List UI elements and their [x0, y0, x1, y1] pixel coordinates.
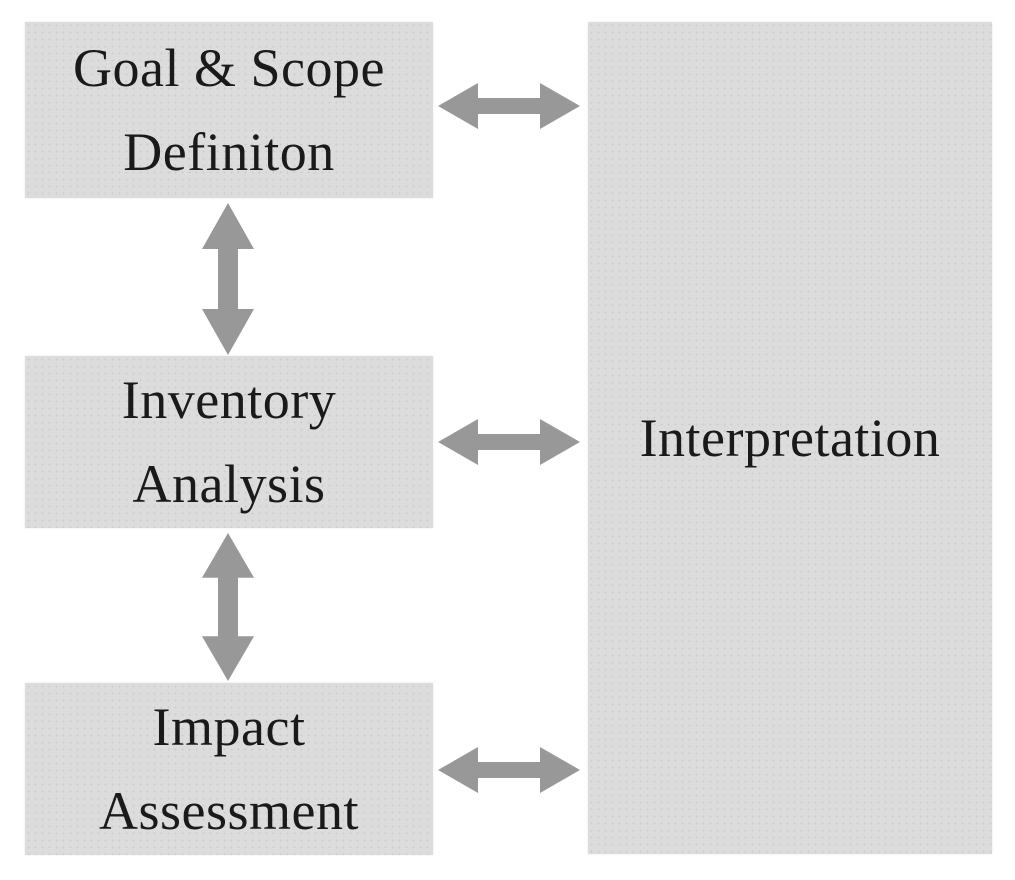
goal-scope-definition-label: Goal & Scope Definiton — [73, 38, 385, 182]
impact-assessment-label: Impact Assessment — [99, 697, 359, 841]
double-arrow-inventory-impact-icon — [198, 531, 258, 683]
double-arrow-goal-interpretation-icon — [436, 79, 582, 133]
double-arrow-inventory-interpretation-icon — [436, 415, 582, 469]
interpretation-label: Interpretation — [639, 408, 941, 468]
interpretation-box: Interpretation — [588, 22, 992, 854]
goal-scope-definition-box: Goal & Scope Definiton — [25, 22, 433, 198]
impact-assessment-box: Impact Assessment — [25, 683, 433, 855]
double-arrow-impact-interpretation-icon — [436, 743, 582, 797]
inventory-analysis-box: Inventory Analysis — [25, 356, 433, 528]
double-arrow-goal-inventory-icon — [198, 201, 258, 357]
inventory-analysis-label: Inventory Analysis — [121, 370, 337, 514]
